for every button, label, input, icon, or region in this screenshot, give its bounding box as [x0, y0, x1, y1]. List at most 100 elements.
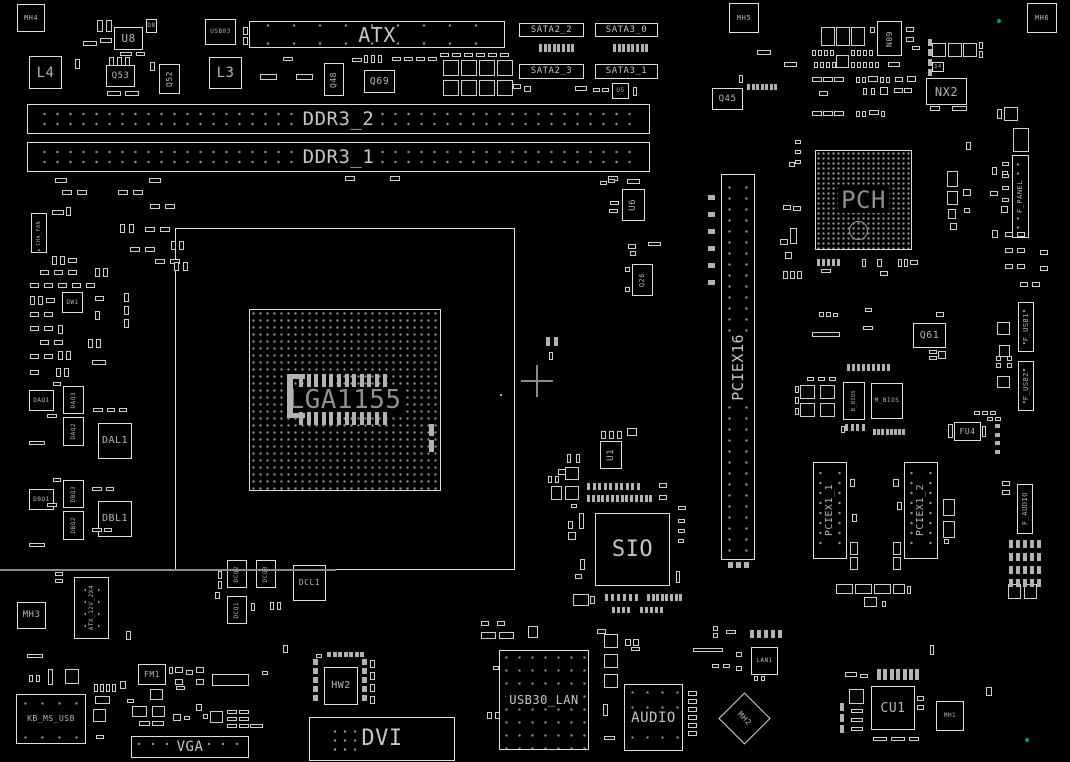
- conn-cha-fan[interactable]: CHA_FAN: [31, 213, 47, 253]
- green-dot: [1025, 738, 1029, 742]
- passive-component: [52, 210, 64, 215]
- solder-pad: [1037, 540, 1041, 548]
- mounting-hole-mh2[interactable]: MH2: [718, 692, 771, 745]
- conn-f-usb1[interactable]: F_USB1: [1018, 302, 1034, 352]
- passive-component: [625, 639, 631, 646]
- chip-hw2[interactable]: HW2: [324, 667, 358, 705]
- mounting-hole-mh3[interactable]: MH3: [17, 602, 46, 629]
- conn-sata2-2[interactable]: SATA2_2: [519, 23, 584, 37]
- cpu-socket-outline[interactable]: [175, 228, 515, 570]
- diode-d8[interactable]: D8: [146, 19, 157, 33]
- conn-usb30-lan[interactable]: USB30_LAN: [499, 650, 589, 750]
- chip-audio[interactable]: AUDIO: [624, 684, 683, 751]
- fet-dbq1[interactable]: DBQ1: [29, 489, 54, 510]
- fet-q69[interactable]: Q69: [364, 70, 395, 93]
- fet-dcq1[interactable]: DCQ1: [227, 596, 247, 624]
- inductor-dal1[interactable]: DAL1: [98, 423, 132, 459]
- passive-component: [55, 579, 63, 583]
- solder-pad: [881, 429, 885, 435]
- passive-component: [524, 86, 531, 92]
- conn-atx[interactable]: ATX: [249, 21, 505, 48]
- chip-lan1[interactable]: LAN1: [751, 647, 778, 675]
- chip-sio[interactable]: SIO: [595, 513, 670, 586]
- conn-f-panel[interactable]: F_PANEL: [1012, 155, 1029, 238]
- chip-u6[interactable]: U6: [622, 189, 645, 221]
- conn-vga[interactable]: VGA: [131, 736, 249, 758]
- cpu-socket-lga1155[interactable]: LGA1155: [249, 309, 441, 491]
- conn-sata3-1[interactable]: SATA3_1: [595, 64, 658, 79]
- conn-f-audio[interactable]: F_AUDIO: [1017, 484, 1033, 534]
- conn-atx-12v-2x4[interactable]: ATX_12V_2X4: [74, 577, 109, 639]
- conn-kb-ms-usb[interactable]: KB_MS_USB: [16, 694, 86, 744]
- slot-pciex1-2-label: PCIEX1_2: [913, 483, 929, 538]
- solder-pad: [352, 412, 357, 425]
- inductor-dbl1[interactable]: DBL1: [98, 501, 132, 537]
- passive-component: [602, 88, 609, 92]
- passive-component: [1007, 356, 1012, 361]
- fet-daq1[interactable]: DAQ1: [29, 390, 54, 411]
- fet-dbq2[interactable]: DBQ2: [63, 511, 84, 540]
- fet-q53[interactable]: Q53: [106, 65, 135, 87]
- passive-component: [932, 43, 946, 57]
- fet-q26[interactable]: Q26: [632, 264, 653, 296]
- inductor-l4[interactable]: L4: [29, 56, 62, 89]
- fet-q52[interactable]: Q52: [159, 64, 180, 94]
- fet-q45[interactable]: Q45: [712, 88, 743, 110]
- solder-pad: [744, 562, 749, 568]
- fet-daq3[interactable]: DAQ3: [63, 386, 84, 414]
- passive-component: [173, 714, 181, 721]
- chip-nx2[interactable]: NX2: [926, 78, 967, 105]
- chip-b-bios[interactable]: B_BIOS: [843, 382, 865, 420]
- chip-u5[interactable]: U5: [612, 83, 629, 99]
- fet-daq2[interactable]: DAQ2: [63, 417, 84, 446]
- slot-pciex16[interactable]: PCIEX16: [721, 174, 755, 560]
- solder-pad: [592, 483, 596, 490]
- slot-ddr3-2[interactable]: DDR3_2: [27, 104, 650, 134]
- chip-n09[interactable]: N09: [877, 21, 902, 56]
- passive-component: [857, 62, 861, 68]
- mounting-hole-mh5[interactable]: MH5: [729, 3, 759, 33]
- pin-dot-strip: [927, 468, 934, 552]
- diode-d4[interactable]: D4: [932, 62, 944, 72]
- fet-q48[interactable]: Q48: [324, 63, 344, 96]
- inductor-dcl1[interactable]: DCL1: [293, 565, 326, 601]
- chip-fm1[interactable]: FM1: [138, 664, 166, 685]
- mounting-hole-mh1[interactable]: MH1: [936, 701, 964, 731]
- chip-cu1[interactable]: CU1: [871, 686, 915, 730]
- chip-m-bios[interactable]: M_BIOS: [871, 383, 903, 419]
- inductor-l3[interactable]: L3: [209, 57, 242, 89]
- mounting-hole-mh6[interactable]: MH6: [1027, 3, 1057, 33]
- passive-component: [316, 654, 322, 658]
- passive-component: [370, 672, 375, 680]
- slot-ddr3-1[interactable]: DDR3_1: [27, 142, 650, 172]
- passive-component: [555, 476, 559, 483]
- solder-pad: [889, 669, 894, 680]
- conn-f-usb2[interactable]: F_USB2: [1018, 361, 1034, 411]
- fet-dbq3[interactable]: DBQ3: [63, 480, 84, 508]
- conn-sata3-0[interactable]: SATA3_0: [595, 23, 658, 37]
- mounting-hole-mh4[interactable]: MH4: [17, 4, 45, 32]
- fuse-fu4[interactable]: FU4: [954, 422, 981, 441]
- passive-component: [948, 43, 962, 57]
- passive-component: [966, 142, 971, 150]
- conn-sata2-3[interactable]: SATA2_3: [519, 64, 584, 79]
- fet-q61[interactable]: Q61: [913, 323, 946, 348]
- passive-component: [218, 581, 222, 589]
- solder-pad: [650, 607, 653, 613]
- conn-dvi[interactable]: DVI: [309, 717, 455, 761]
- passive-component: [857, 50, 861, 56]
- slot-pciex1-2[interactable]: PCIEX1_2: [904, 462, 938, 559]
- passive-component: [132, 706, 147, 717]
- passive-component: [150, 204, 160, 209]
- fet-dcq3[interactable]: DCQ3: [256, 560, 276, 588]
- chip-pch[interactable]: PCH: [815, 150, 912, 250]
- conn-usb03[interactable]: USB03: [205, 19, 236, 45]
- chip-u8[interactable]: U8: [114, 27, 143, 50]
- slot-pciex1-1[interactable]: PCIEX1_1: [813, 462, 847, 559]
- passive-component: [100, 684, 104, 692]
- chip-dw1[interactable]: DW1: [62, 292, 83, 313]
- chip-u1[interactable]: U1: [600, 441, 622, 469]
- fet-dcq2[interactable]: DCQ2: [227, 560, 247, 588]
- conn-sata3-1-label: SATA3_1: [605, 66, 648, 76]
- passive-component: [783, 271, 788, 279]
